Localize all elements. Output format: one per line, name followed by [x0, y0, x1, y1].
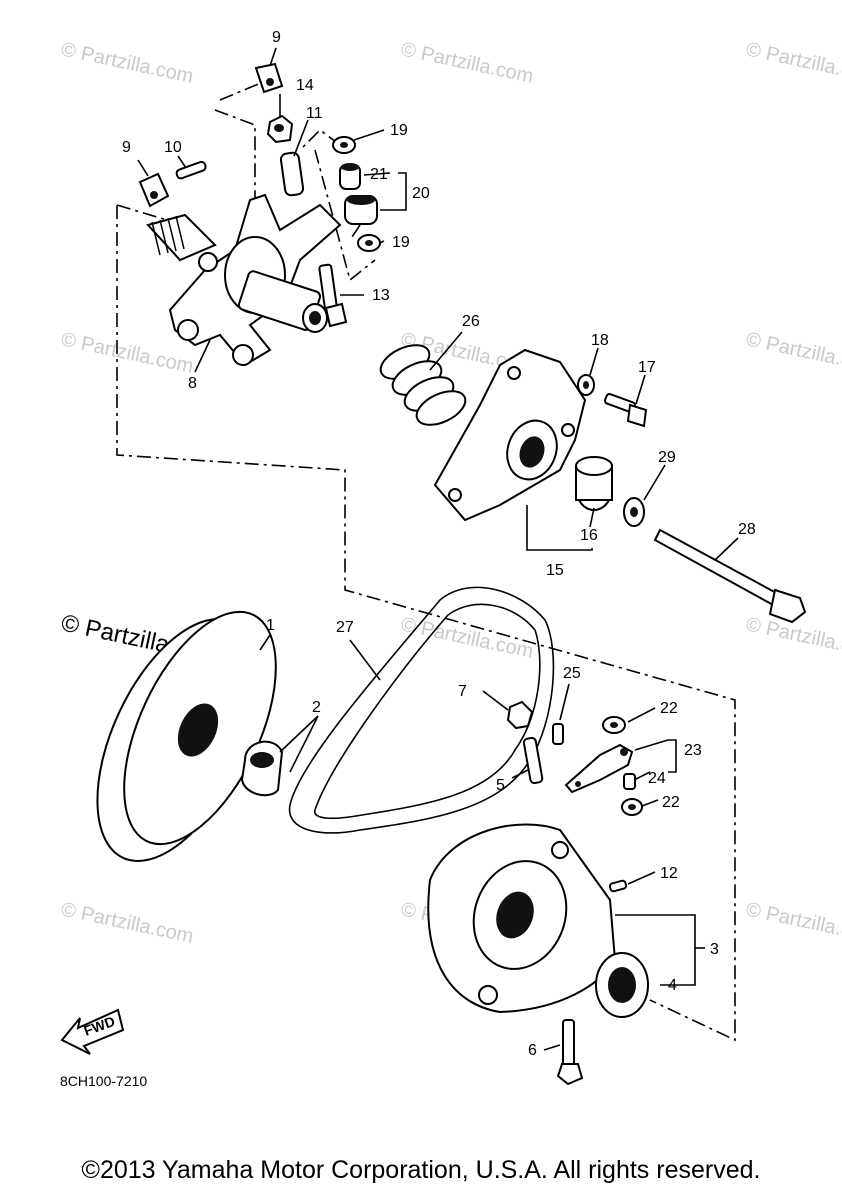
- pin-10: [175, 160, 207, 180]
- spring-pin-12: [608, 879, 628, 893]
- nut-7: [506, 700, 534, 730]
- primary-sheave-assembly: [146, 193, 342, 367]
- leader-lines: [137, 47, 739, 1051]
- callout-9: 9: [272, 29, 281, 46]
- bolt-28: [653, 528, 807, 624]
- bolt-6: [556, 1019, 584, 1086]
- copyright-notice: ©2013 Yamaha Motor Corporation, U.S.A. A…: [81, 1156, 761, 1184]
- bushing-16: [575, 456, 613, 511]
- washer-19-top: [332, 136, 356, 154]
- spring-26: [379, 344, 467, 426]
- callout-14: 14: [296, 77, 314, 94]
- callout-10: 10: [164, 139, 182, 156]
- assembly-outline: [116, 79, 736, 1042]
- callout-21: 21: [370, 166, 388, 183]
- watermark: © Partzilla.com: [744, 38, 842, 88]
- callout-12: 12: [660, 865, 678, 882]
- drive-belt-27: [288, 586, 555, 834]
- callout-20: 20: [412, 185, 430, 202]
- callout-3: 3: [710, 941, 719, 958]
- washer-22-bottom: [621, 798, 643, 816]
- arm-23: [564, 743, 634, 794]
- bushing-4: [595, 952, 649, 1018]
- bolt-13: [318, 263, 348, 328]
- nut-14: [266, 114, 294, 144]
- watermark: © Partzilla.com: [59, 38, 195, 88]
- washer-19-bottom: [357, 234, 381, 252]
- callout-13: 13: [372, 287, 390, 304]
- callout-18: 18: [591, 332, 609, 349]
- callout-7: 7: [458, 683, 467, 700]
- washer-22-top: [602, 716, 626, 734]
- watermark: © Partzilla.com: [744, 328, 842, 378]
- callout-22: 22: [660, 700, 678, 717]
- weight-9-left: [138, 172, 170, 208]
- fwd-arrow-icon: FWD: [60, 1008, 125, 1055]
- callout-23: 23: [684, 742, 702, 759]
- pin-11: [279, 151, 305, 197]
- callout-6: 6: [528, 1042, 537, 1059]
- callout-15: 15: [546, 562, 564, 579]
- callout-4: 4: [668, 977, 677, 994]
- cap-15: [433, 348, 587, 522]
- callout-24: 24: [648, 770, 666, 787]
- weight-9-top: [254, 62, 284, 94]
- callout-19: 19: [392, 234, 410, 251]
- callout-19: 19: [390, 122, 408, 139]
- housing-3: [427, 823, 617, 1014]
- callout-11: 11: [306, 105, 323, 122]
- collar-24: [623, 773, 636, 790]
- callout-26: 26: [462, 313, 480, 330]
- shaft-5: [522, 736, 544, 785]
- watermark: © Partzilla.com: [399, 38, 535, 88]
- washer-18: [577, 374, 595, 396]
- callouts: 9 14 11 19 9 10 21 20 19 13 8 26 18 17 2…: [122, 29, 756, 1059]
- bolt-17: [604, 393, 648, 428]
- callout-22: 22: [662, 794, 680, 811]
- collar-21: [339, 163, 361, 190]
- bushing-20: [344, 195, 378, 225]
- sliding-sheave-1: [96, 610, 277, 862]
- callout-5: 5: [496, 777, 505, 794]
- callout-8: 8: [188, 375, 197, 392]
- callout-17: 17: [638, 359, 656, 376]
- callout-25: 25: [563, 665, 581, 682]
- callout-2: 2: [312, 699, 321, 716]
- collar-2: [240, 740, 284, 797]
- callout-9: 9: [122, 139, 131, 156]
- watermark: © Partzilla.com: [59, 328, 195, 378]
- callout-1: 1: [266, 617, 275, 634]
- callout-29: 29: [658, 449, 676, 466]
- callout-27: 27: [336, 619, 354, 636]
- callout-28: 28: [738, 521, 756, 538]
- watermark: © Partzilla.com: [59, 898, 195, 948]
- callout-16: 16: [580, 527, 598, 544]
- watermark: © Partzilla.com: [744, 898, 842, 948]
- washer-29: [623, 497, 645, 527]
- diagram-code: 8CH100-7210: [60, 1073, 147, 1089]
- pin-25: [552, 723, 564, 745]
